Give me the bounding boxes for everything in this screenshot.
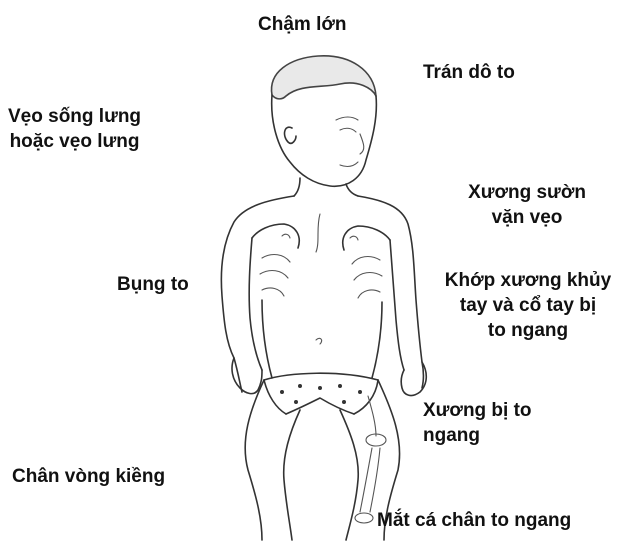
rib-5 — [354, 273, 382, 280]
underwear-right — [354, 380, 378, 414]
underwear-print — [298, 384, 302, 388]
left-hand — [232, 358, 262, 394]
belly-left — [262, 300, 272, 378]
eyebrow — [336, 117, 358, 120]
label-spine-curvature: Vẹo sống lưng hoặc vẹo lưng — [8, 104, 141, 154]
label-enlarged-bones-line2: ngang — [423, 423, 532, 448]
label-deformed-ribs-line1: Xương sườn — [442, 180, 612, 205]
label-enlarged-joints-line3: to ngang — [424, 318, 632, 343]
sternum — [316, 214, 320, 252]
navel — [316, 338, 322, 344]
belly-right — [372, 302, 382, 378]
rib-3 — [262, 288, 284, 296]
label-enlarged-joints-line2: tay và cổ tay bị — [424, 293, 632, 318]
label-spine-curvature-line2: hoặc vẹo lưng — [8, 129, 141, 154]
right-nipple — [350, 236, 358, 240]
rib-1 — [262, 255, 290, 262]
label-enlarged-bones-line1: Xương bị to — [423, 398, 532, 423]
label-deformed-ribs: Xương sườn vặn vẹo — [442, 180, 612, 230]
right-inner-arm — [390, 240, 404, 370]
right-shoulder-arm — [358, 196, 424, 388]
fibula-bone — [370, 448, 380, 512]
tibia-bone — [360, 448, 372, 512]
rib-4 — [352, 257, 380, 264]
label-spine-curvature-line1: Vẹo sống lưng — [8, 104, 141, 129]
left-leg-inner — [284, 410, 300, 540]
label-large-forehead: Trán dô to — [423, 60, 515, 85]
label-enlarged-joints: Khớp xương khủy tay và cổ tay bị to ngan… — [424, 268, 632, 343]
underwear-left — [264, 380, 286, 414]
rib-2 — [260, 271, 288, 278]
underwear-print — [318, 386, 322, 390]
ankle-bone — [355, 513, 373, 523]
label-deformed-ribs-line2: vặn vẹo — [442, 205, 612, 230]
label-enlarged-bones: Xương bị to ngang — [423, 398, 532, 448]
hair — [272, 56, 376, 99]
eye — [340, 128, 356, 132]
neck-left — [294, 178, 300, 196]
label-bow-legs: Chân vòng kiềng — [12, 464, 165, 489]
left-inner-arm — [249, 238, 262, 370]
left-leg-outer — [245, 380, 264, 540]
label-enlarged-joints-line1: Khớp xương khủy — [424, 268, 632, 293]
underwear-top — [264, 373, 378, 380]
underwear-print — [342, 400, 346, 404]
neck-right — [346, 184, 358, 196]
left-nipple — [282, 234, 290, 238]
label-enlarged-ankles: Mắt cá chân to ngang — [377, 508, 571, 533]
underwear-print — [338, 384, 342, 388]
chest-left — [252, 224, 299, 248]
ear — [285, 127, 296, 143]
underwear-print — [358, 390, 362, 394]
underwear-print — [294, 400, 298, 404]
underwear-print — [280, 390, 284, 394]
nose — [360, 134, 364, 154]
label-stunted-growth: Chậm lớn — [258, 12, 346, 37]
rib-6 — [358, 290, 380, 298]
femur-bone — [368, 396, 376, 436]
mouth — [340, 162, 358, 166]
label-swollen-belly: Bụng to — [117, 272, 189, 297]
